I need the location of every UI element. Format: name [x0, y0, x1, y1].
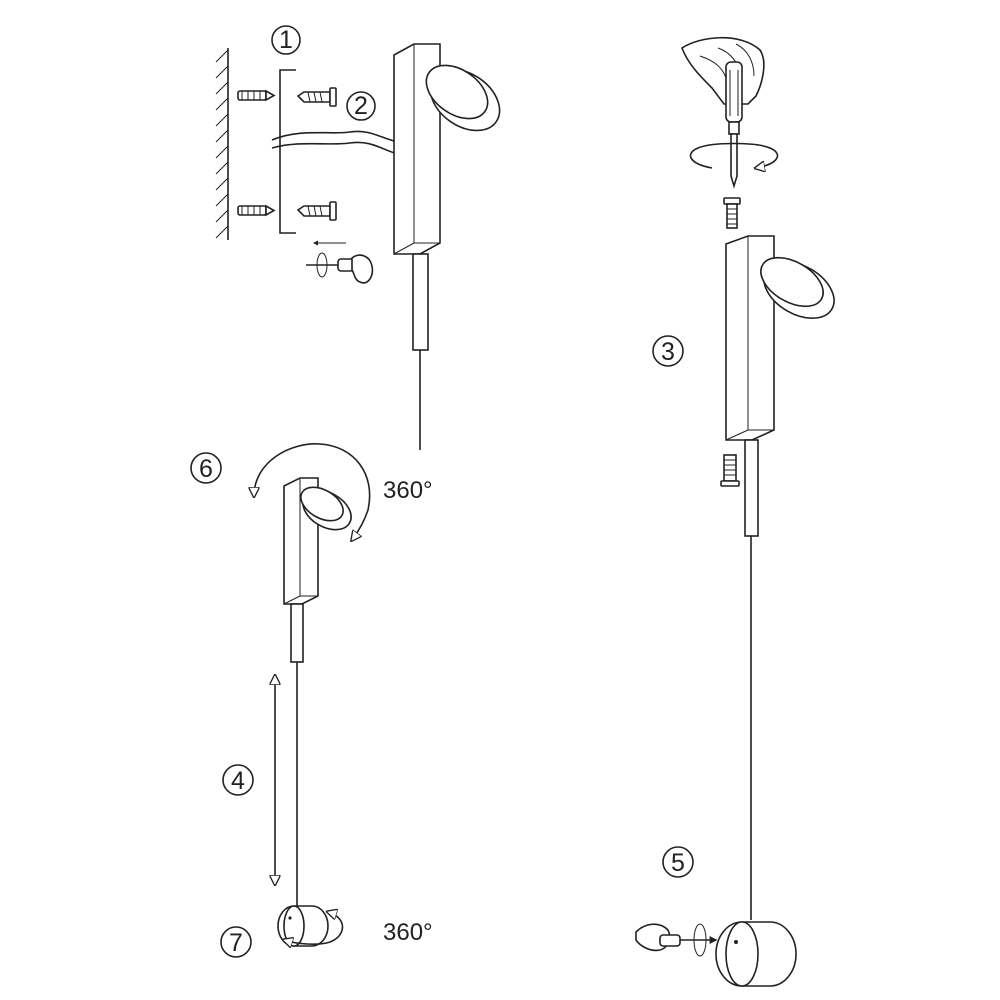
step-2-label: 2: [346, 91, 376, 121]
wall-mounting-group: [215, 43, 501, 450]
step-1-label: 1: [271, 25, 301, 55]
svg-text:5: 5: [671, 849, 685, 877]
step-4-label: 4: [222, 764, 254, 796]
head-rotation-degrees: 360°: [383, 477, 433, 504]
screw-top-icon: [296, 87, 337, 107]
wall-plug-bottom-icon: [237, 204, 276, 217]
mounting-bracket: [279, 69, 296, 234]
svg-text:2: 2: [354, 92, 368, 120]
hand-screwdriver-base-icon: [635, 923, 718, 957]
screw-bottom-icon: [296, 201, 337, 221]
svg-text:1: 1: [279, 26, 293, 54]
head-rotation-group: [254, 443, 371, 906]
wall-plug-top-icon: [237, 89, 276, 102]
svg-text:3: 3: [661, 338, 675, 366]
lamp-head-step6: [300, 486, 352, 531]
hand-top-icon: [681, 36, 765, 105]
head-rotation-arrow-icon: [254, 443, 371, 540]
lamp-head: [425, 64, 501, 132]
screwdriver-group: [681, 36, 835, 920]
base-fixing-group: [635, 921, 797, 987]
wire-lower: [271, 141, 399, 155]
wall-lamp-body-step3: [725, 235, 775, 537]
base-rotation-group: [277, 905, 344, 946]
svg-text:7: 7: [229, 929, 243, 957]
screwdriver-icon: [725, 61, 743, 189]
screw-bottom-step3-icon: [720, 454, 740, 487]
base-rotation-arrow-icon: [284, 912, 344, 944]
step-3-label: 3: [652, 335, 684, 367]
svg-text:4: 4: [231, 767, 245, 795]
svg-text:6: 6: [199, 455, 213, 483]
screw-step3-icon: [723, 197, 741, 229]
step-5-label: 5: [662, 846, 694, 878]
wire-upper: [271, 130, 399, 143]
step-6-label: 6: [190, 452, 222, 484]
rotation-arrow-icon: [689, 142, 779, 169]
wall-hatching: [215, 49, 229, 239]
wall-lamp-body: [393, 43, 441, 351]
hand-screwdriver-small-icon: [306, 252, 374, 284]
step-7-label: 7: [220, 926, 252, 958]
base-rotation-degrees: 360°: [383, 919, 433, 946]
base-cylinder: [715, 921, 797, 987]
lamp-head-step3: [760, 256, 835, 319]
